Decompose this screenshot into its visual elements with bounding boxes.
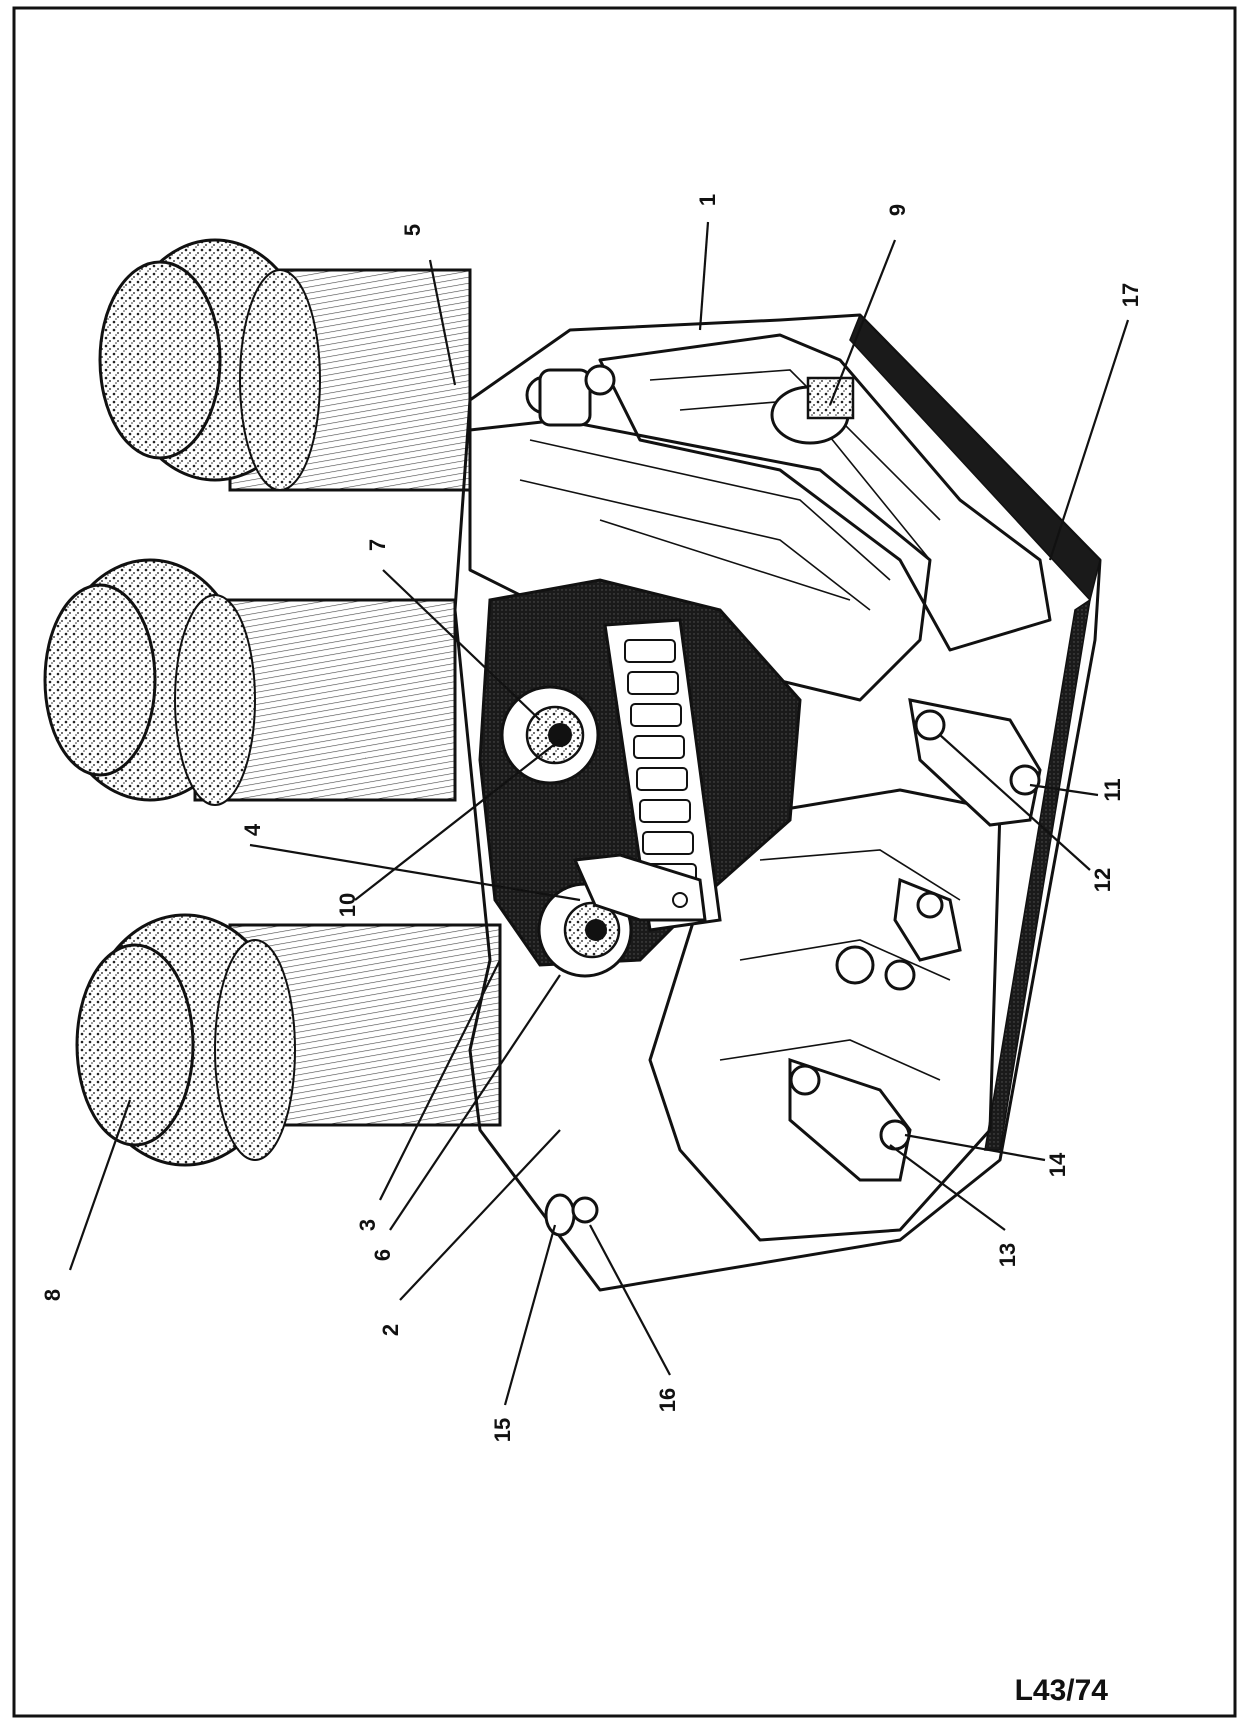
- callout-15: 15: [490, 1418, 515, 1442]
- gasket-edge: [849, 313, 1101, 602]
- figure-reference-code: L43/74: [1015, 1674, 1109, 1707]
- terminal-block: [603, 618, 722, 932]
- callout-5: 5: [400, 224, 425, 236]
- filter-canister-bottom: [75, 913, 502, 1167]
- callout-labels: 1 5 9 17 7 10 4 11 12 3 6 2 14 13 8 15 1…: [40, 194, 1143, 1442]
- page-border: [12, 6, 1237, 1718]
- callout-12: 12: [1090, 868, 1115, 892]
- leader-lines: [68, 221, 1130, 1406]
- wing-nut-middle: [835, 945, 916, 991]
- callout-9: 9: [885, 204, 910, 216]
- callout-2: 2: [378, 1324, 403, 1336]
- callout-7: 7: [365, 539, 390, 551]
- stud-nut-9: [770, 376, 855, 445]
- callout-4: 4: [240, 823, 265, 836]
- clamp-strap-upper: [908, 698, 1042, 827]
- callout-16: 16: [655, 1388, 680, 1412]
- gland-nut-upper: [500, 685, 600, 785]
- callout-17: 17: [1118, 283, 1143, 307]
- wing-nut-top: [525, 364, 616, 427]
- callout-11: 11: [1100, 778, 1125, 801]
- filter-canister-middle: [43, 558, 457, 806]
- callout-1: 1: [695, 194, 720, 206]
- callout-8: 8: [40, 1289, 65, 1301]
- cable-clip: [572, 853, 707, 922]
- clamp-strap-lower: [788, 1057, 912, 1182]
- callout-10: 10: [335, 893, 360, 917]
- wing-nut-bottom: [544, 1193, 599, 1237]
- clamp-strap-middle: [893, 877, 962, 962]
- callout-6: 6: [370, 1249, 395, 1261]
- filter-canister-top: [98, 238, 472, 492]
- callout-14: 14: [1045, 1152, 1070, 1177]
- callout-13: 13: [995, 1243, 1020, 1267]
- callout-3: 3: [355, 1219, 380, 1231]
